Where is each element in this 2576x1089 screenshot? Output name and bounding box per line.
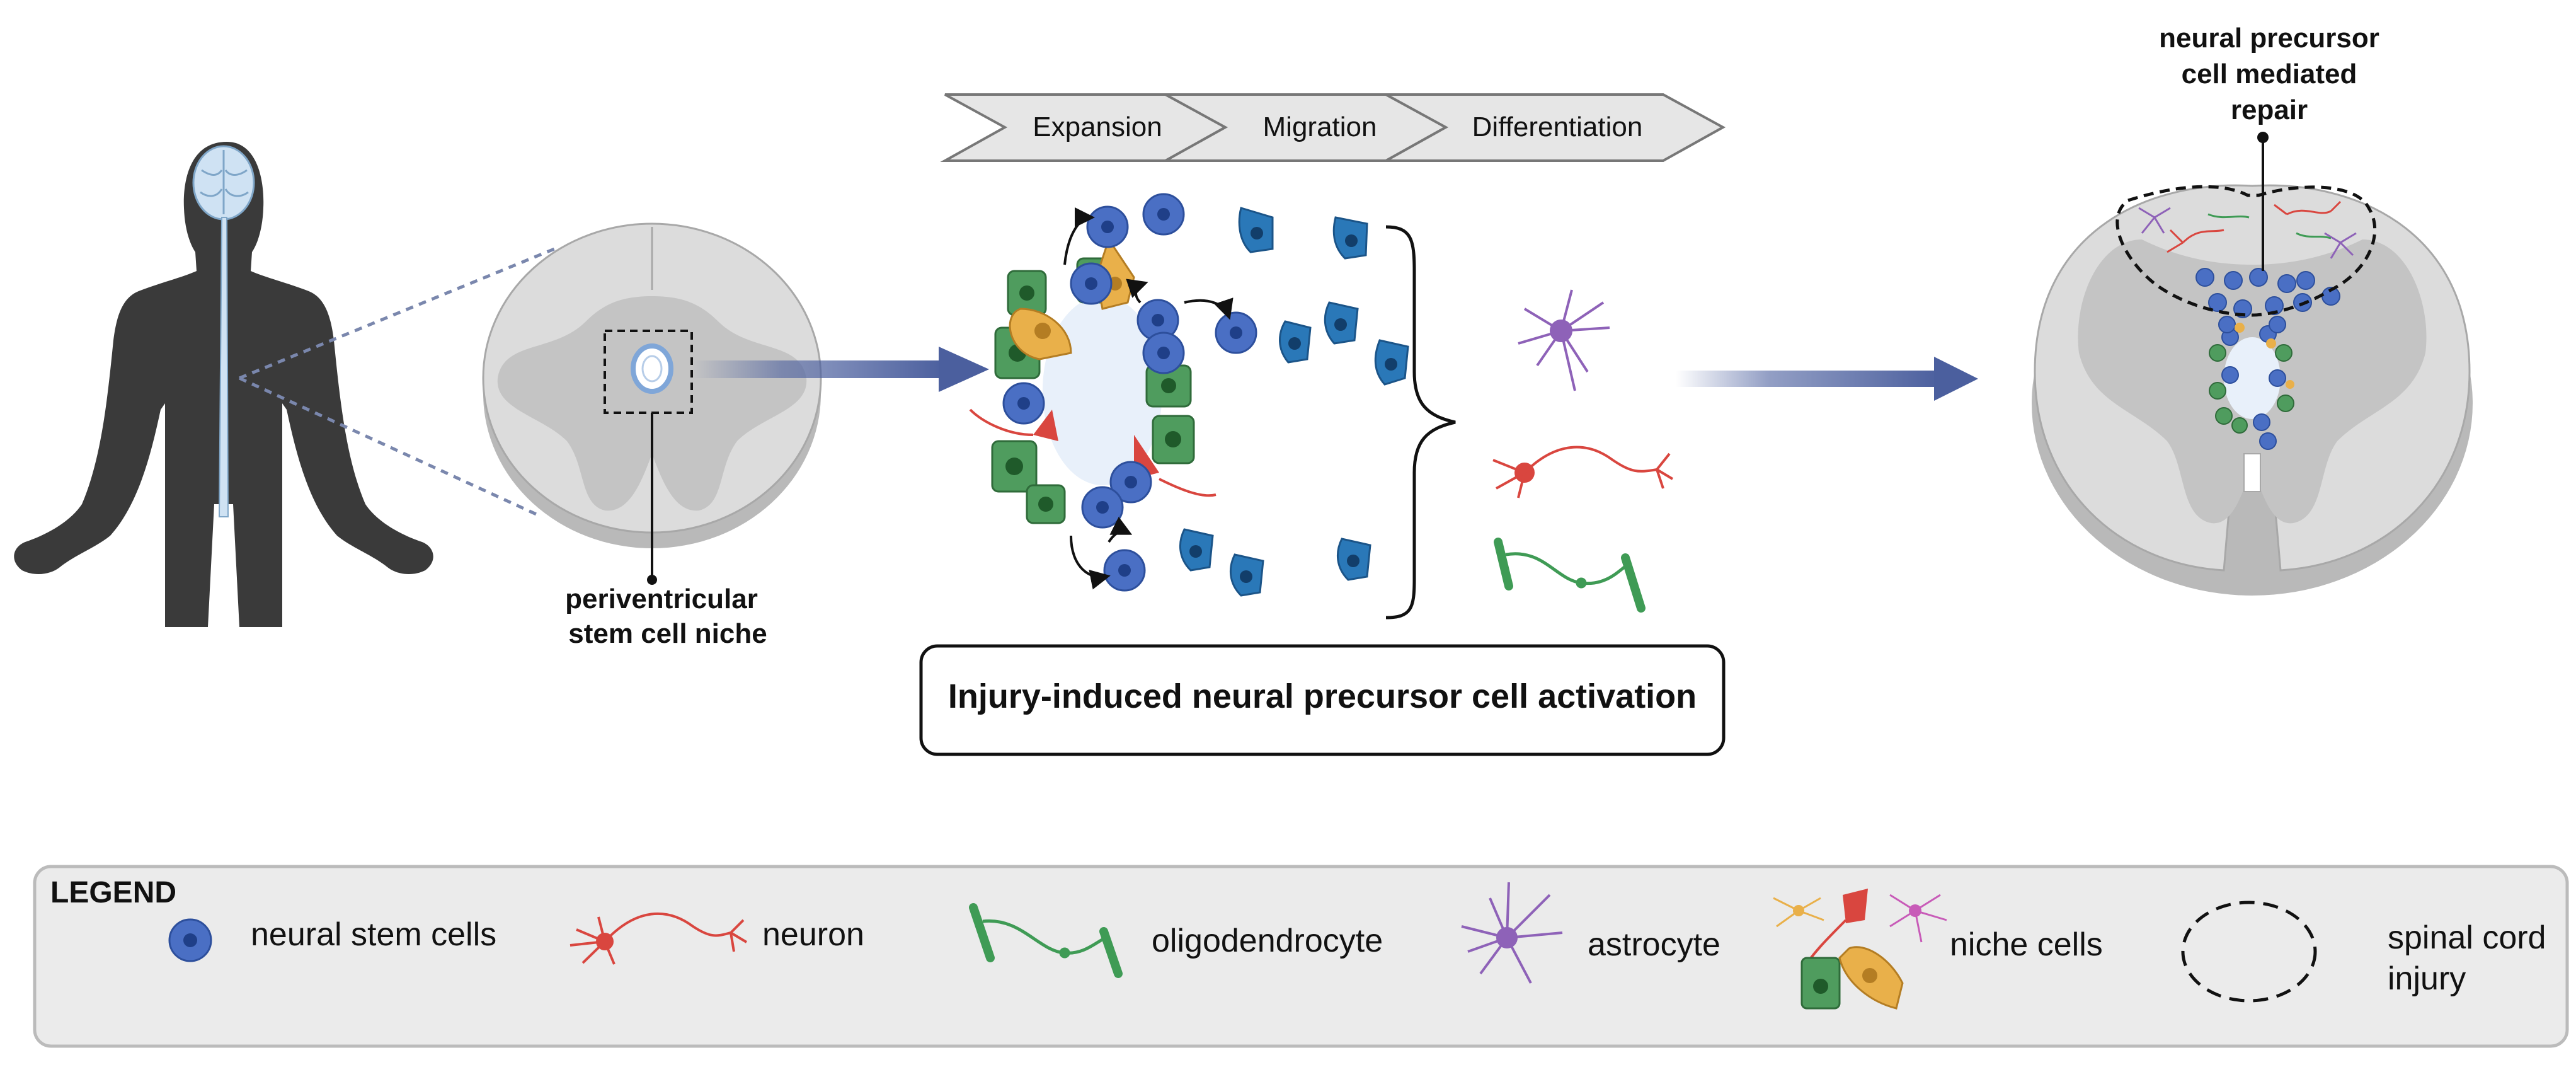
legend-label-astrocyte: astrocyte [1588,926,1720,963]
activation-box [919,644,1726,756]
legend-neuron-icon [570,912,748,965]
migrating-cells [1179,207,1409,597]
stage-label-expansion: Expansion [1033,112,1162,142]
repaired-spinal-cord [2032,132,2473,596]
repair-arrow [1676,357,1978,401]
legend-title: LEGEND [50,876,176,909]
legend-label-neuron: neuron [762,916,864,953]
repair-label-line1: neural precursor [2159,23,2379,54]
astrocyte-icon [1518,289,1610,391]
legend-label-injury-line1: spinal cord [2388,919,2546,956]
legend-oligodendrocyte-icon [969,903,1123,978]
legend-niche-cells-icon [1773,889,1947,1010]
repair-label-line3: repair [2231,95,2308,125]
niche-label-line1: periventricular [565,584,758,614]
migrating-cell-nuclei [1189,227,1397,583]
legend-label-oligodendrocyte: oligodendrocyte [1152,923,1383,959]
brace [1385,225,1456,619]
niche-cluster [969,193,1257,592]
brain-icon [192,145,255,221]
legend-label-stem-cells: neural stem cells [251,916,496,953]
activation-arrow [693,347,989,392]
repair-label-line2: cell mediated [2182,59,2357,89]
spinal-cord-section [482,222,822,585]
human-figure [14,142,433,627]
stage-chevrons [940,93,1726,162]
stage-label-migration: Migration [1263,112,1377,142]
legend-stem-cell-icon [168,918,212,962]
legend-label-niche-cells: niche cells [1950,926,2103,963]
activation-label: Injury-induced neural precursor cell act… [948,677,1697,715]
oligodendrocyte-icon [1494,538,1646,613]
niche-label-line2: stem cell niche [568,618,767,649]
legend-astrocyte-icon [1461,882,1563,984]
zoom-lines [238,247,555,519]
stage-label-differentiation: Differentiation [1472,112,1643,142]
neuron-icon [1492,446,1674,498]
legend-label-injury-line2: injury [2388,960,2466,997]
legend [33,865,2569,1048]
chevron-differentiation [1381,93,1726,162]
legend-injury-outline-icon [2181,901,2317,1003]
